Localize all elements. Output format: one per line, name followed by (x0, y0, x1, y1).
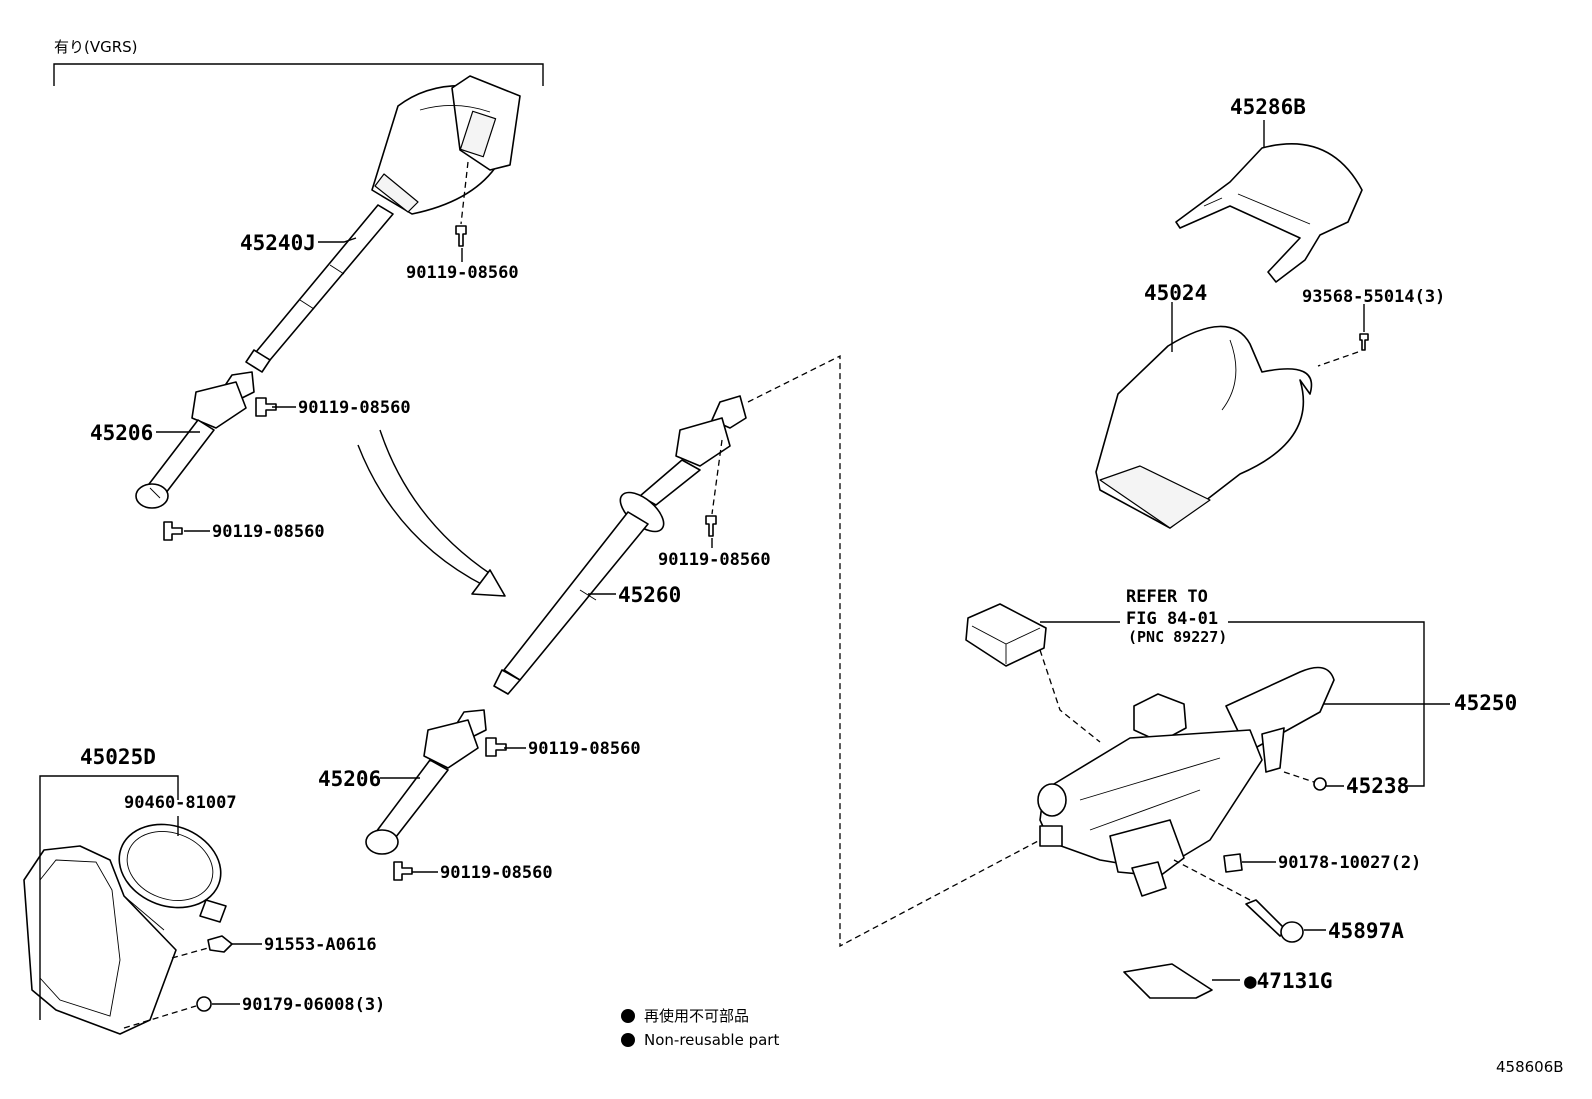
bolt-upper-middle (705, 439, 723, 537)
legend-line-1: 再使用不可部品 (644, 1007, 749, 1025)
label-45206-b[interactable]: 45206 (318, 767, 381, 791)
leader-lines (39, 120, 1450, 1020)
label-45238[interactable]: 45238 (1346, 774, 1409, 798)
label-45897a[interactable]: 45897A (1328, 919, 1404, 943)
label-90179[interactable]: 90179-06008(3) (242, 995, 385, 1015)
cover-45024-drawing (1095, 325, 1369, 529)
bolts-upper-left (163, 161, 469, 541)
shaft-45240j-drawing (245, 75, 521, 373)
label-45250[interactable]: 45250 (1454, 691, 1517, 715)
legend-dot-1 (621, 1009, 635, 1023)
label-45024[interactable]: 45024 (1144, 281, 1207, 305)
label-90178[interactable]: 90178-10027(2) (1278, 853, 1421, 873)
label-90119-e[interactable]: 90119-08560 (528, 739, 641, 759)
ujoint-45206-upper-drawing (135, 371, 255, 509)
legend-dot-2 (621, 1033, 635, 1047)
ujoint-45206-lower-drawing (365, 709, 507, 881)
refer-line-2: FIG 84-01 (1126, 609, 1218, 629)
replacement-arrow (357, 429, 506, 597)
label-45206-a[interactable]: 45206 (90, 421, 153, 445)
label-45240j[interactable]: 45240J (240, 231, 316, 255)
column-45250-drawing (1037, 666, 1335, 943)
label-45286b[interactable]: 45286B (1230, 95, 1306, 119)
label-90460[interactable]: 90460-81007 (124, 793, 237, 813)
refer-line-3: (PNC 89227) (1128, 628, 1227, 646)
label-93568[interactable]: 93568-55014(3) (1302, 287, 1445, 307)
figure-id: 458606B (1496, 1058, 1564, 1076)
module-89227-drawing (965, 603, 1101, 743)
label-90119-d[interactable]: 90119-08560 (658, 550, 771, 570)
label-90119-b[interactable]: 90119-08560 (298, 398, 411, 418)
refer-line-1: REFER TO (1126, 587, 1208, 607)
legend-line-2: Non-reusable part (644, 1031, 779, 1049)
boot-45025d-drawing (23, 823, 233, 1035)
label-45260[interactable]: 45260 (618, 583, 681, 607)
label-90119-c[interactable]: 90119-08560 (212, 522, 325, 542)
vgrs-group: 有り(VGRS) (53, 38, 544, 86)
label-90119-a[interactable]: 90119-08560 (406, 263, 519, 283)
cover-45286b-drawing (1175, 143, 1363, 283)
shaft-45260-drawing (493, 395, 747, 695)
legend: 再使用不可部品 Non-reusable part (621, 1007, 779, 1049)
label-45025d[interactable]: 45025D (80, 745, 156, 769)
label-91553[interactable]: 91553-A0616 (264, 935, 377, 955)
group-label: 有り(VGRS) (54, 38, 138, 56)
label-47131g[interactable]: ●47131G (1244, 969, 1333, 993)
sheet-47131g-drawing (1123, 963, 1213, 999)
label-90119-f[interactable]: 90119-08560 (440, 863, 553, 883)
